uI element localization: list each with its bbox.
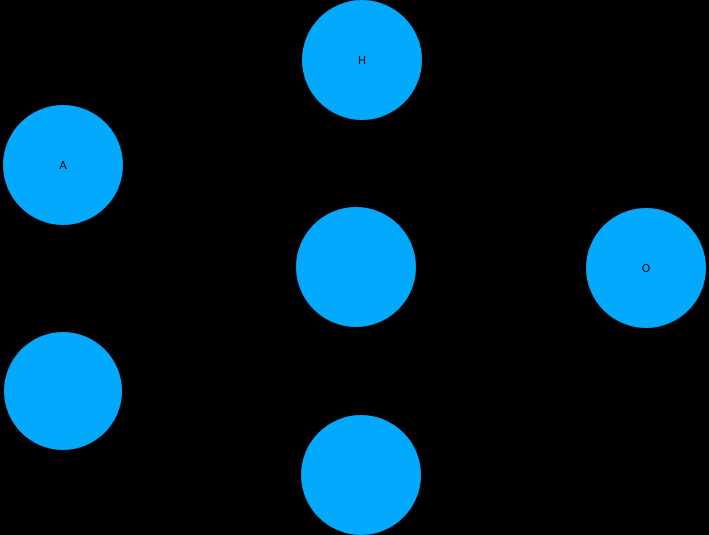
graph-node[interactable] [4,332,122,450]
graph-node[interactable] [296,207,416,327]
graph-node[interactable] [301,415,421,535]
graph-node-label: A [59,158,67,172]
graph-node[interactable]: H [302,0,422,120]
graph-node-label: H [357,53,367,67]
graph-node[interactable]: O [586,208,706,328]
graph-node[interactable]: A [3,105,123,225]
graph-node-label: O [641,261,651,275]
